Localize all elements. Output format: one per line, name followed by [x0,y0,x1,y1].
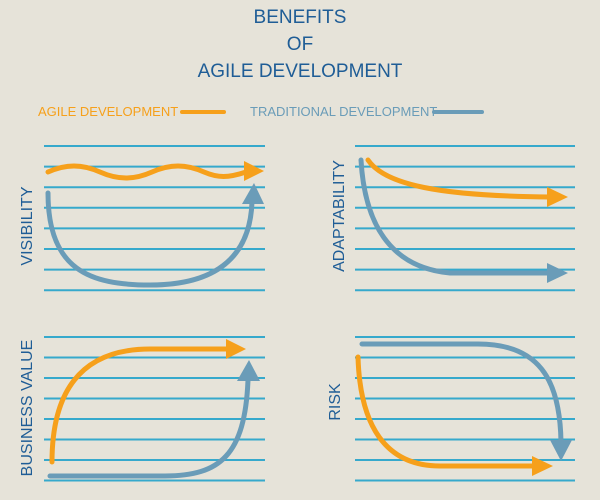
adaptability-agile-arrowhead [547,187,568,207]
panel-adaptability [358,157,568,283]
title-line-1: BENEFITS [253,7,347,28]
business-value-agile-arrowhead [226,339,246,359]
visibility-agile-arrowhead [244,161,264,181]
risk-agile-curve [355,354,537,469]
adaptability-traditional-curve [358,157,553,276]
business-value-agile-curve [49,346,231,465]
risk-traditional-curve [359,341,564,445]
adaptability-traditional-arrowhead [547,263,568,283]
legend-traditional-label: TRADITIONAL DEVELOPMENT [250,104,438,119]
title-line-2: OF [286,34,314,55]
gridlines [44,145,575,482]
title-line-3: AGILE DEVELOPMENT [197,61,403,82]
adaptability-agile-curve [365,157,553,200]
business-value-traditional-curve [47,377,251,479]
business-value-traditional-arrowhead [237,360,260,381]
risk-agile-arrowhead [532,456,553,476]
legend-agile-swatch [180,110,226,114]
panel-risk [355,341,572,476]
visibility-agile-wave [45,163,249,181]
legend-traditional-swatch [432,110,484,114]
legend-agile-label: AGILE DEVELOPMENT [38,104,179,119]
panel-business-value [47,339,260,479]
visibility-traditional-curve [45,190,255,288]
risk-traditional-arrowhead [550,440,572,461]
visibility-traditional-arrowhead [242,183,264,204]
panel-visibility [45,161,264,288]
